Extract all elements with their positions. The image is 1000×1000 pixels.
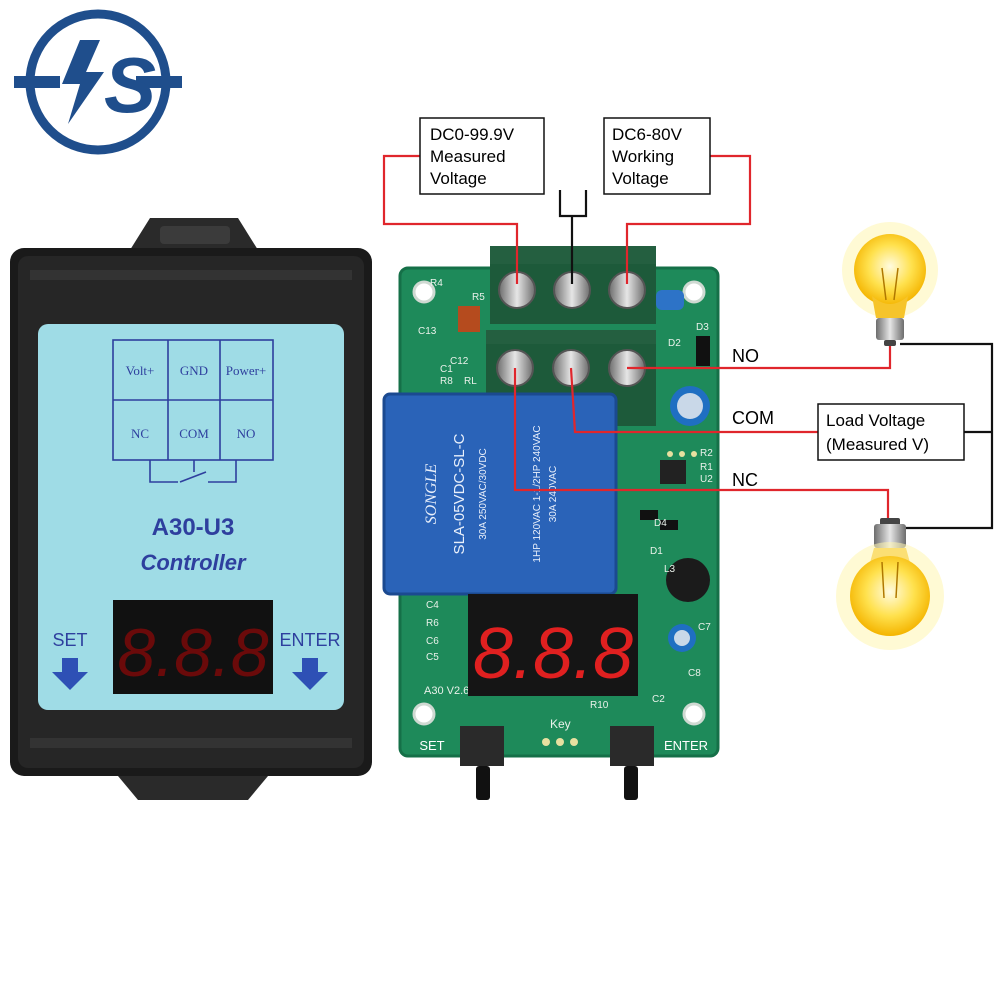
measured-line-1: DC0-99.9V (430, 125, 515, 144)
controller-subtitle: Controller (140, 550, 247, 575)
brand-logo: S (14, 9, 182, 155)
silk-label: C12 (450, 356, 469, 367)
controller-case (10, 218, 372, 800)
set-arrow-icon (52, 658, 88, 690)
grid-label-no: NO (237, 426, 256, 441)
board-enter-label: ENTER (664, 738, 708, 753)
silk-label: D2 (668, 338, 681, 349)
enter-arrow-icon (292, 658, 328, 690)
silk-label: R2 (700, 448, 713, 459)
callout-measured-voltage: DC0-99.9V Measured Voltage (419, 117, 545, 195)
silk-label: RL (464, 376, 477, 387)
working-line-2: Working (612, 147, 674, 166)
silk-label: C1 (440, 364, 453, 375)
measured-line-2: Measured (430, 147, 506, 166)
board-key-label: Key (550, 717, 571, 731)
logo-letter: S (104, 41, 156, 129)
grid-label-gnd: GND (180, 363, 208, 378)
relay-rating: 30A 250VAC/30VDC (478, 448, 489, 540)
controller-model: A30-U3 (152, 514, 235, 541)
load-line-1: Load Voltage (826, 411, 925, 430)
callout-load-voltage: Load Voltage (Measured V) (817, 403, 965, 461)
label-no: NO (732, 346, 759, 366)
silk-label: C13 (418, 326, 437, 337)
silk-label: C7 (698, 622, 711, 633)
silk-label: D3 (696, 322, 709, 333)
board-version: A30 V2.6 (424, 685, 469, 697)
label-com: COM (732, 408, 774, 428)
load-line-2: (Measured V) (826, 435, 929, 454)
lightbulb-bottom-icon (836, 518, 944, 650)
callout-working-voltage: DC6-80V Working Voltage (603, 117, 711, 195)
silk-label: C4 (426, 600, 439, 611)
silk-label: C5 (426, 652, 439, 663)
working-line-1: DC6-80V (612, 125, 683, 144)
controller-terminal-grid (112, 339, 274, 483)
relay-hp: 1HP 120VAC 1-1/2HP 240VAC (532, 425, 543, 562)
working-line-3: Voltage (612, 169, 669, 188)
silk-label: R4 (430, 278, 443, 289)
controller-display-digits: 8.8.8 (117, 615, 268, 691)
silk-label: C2 (652, 694, 665, 705)
silk-label: C6 (426, 636, 439, 647)
lightbulb-top-icon (842, 222, 938, 346)
relay: SONGLE SLA-05VDC-SL-C 30A 250VAC/30VDC 1… (382, 392, 618, 596)
silk-label: R1 (700, 462, 713, 473)
board-buttons (460, 726, 654, 800)
silk-label: R10 (590, 700, 609, 711)
wires (382, 154, 994, 530)
silk-label: R6 (426, 618, 439, 629)
silk-label: C8 (688, 668, 701, 679)
silk-label: D4 (654, 518, 667, 529)
relay-model: SLA-05VDC-SL-C (451, 433, 468, 554)
grid-label-nc: NC (131, 426, 149, 441)
grid-label-power: Power+ (226, 363, 267, 378)
grid-label-volt: Volt+ (126, 363, 155, 378)
controller-display: 8.8.8 (113, 600, 273, 694)
measured-line-3: Voltage (430, 169, 487, 188)
label-nc: NC (732, 470, 758, 490)
silk-label: R8 (440, 376, 453, 387)
controller-set-label: SET (52, 630, 87, 650)
grid-label-com: COM (179, 426, 209, 441)
board-set-label: SET (419, 738, 444, 753)
board-display: 8.8.8 (468, 594, 638, 696)
lightning-bolt-icon (62, 40, 104, 124)
controller-enter-label: ENTER (279, 630, 340, 650)
relay-rating-2: 30A 240VAC (548, 466, 559, 523)
board-display-digits: 8.8.8 (473, 614, 633, 694)
silk-label: R5 (472, 292, 485, 303)
relay-brand: SONGLE (423, 464, 440, 525)
silk-label: U2 (700, 474, 713, 485)
silk-label: D1 (650, 546, 663, 557)
silk-label: L3 (664, 564, 676, 575)
